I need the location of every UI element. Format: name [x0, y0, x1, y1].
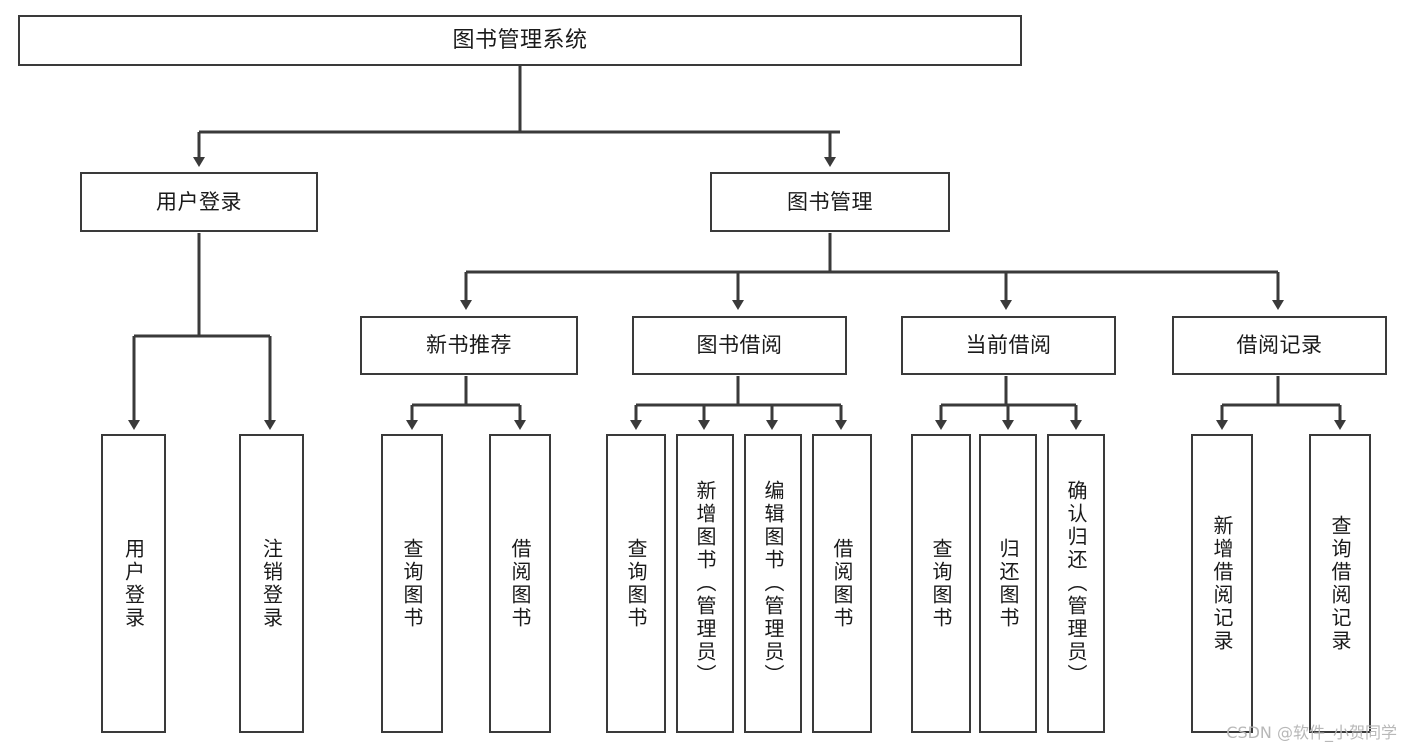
node-user-login-label: 用户登录: [156, 189, 242, 214]
node-leaf-add-book[interactable]: 新增图书（管理员）: [676, 434, 734, 733]
node-leaf-edit-book[interactable]: 编辑图书（管理员）: [744, 434, 802, 733]
node-leaf-query-book-recommend-label: 查询图书: [400, 537, 424, 630]
node-book-borrow-label: 图书借阅: [696, 333, 783, 358]
node-leaf-query-borrow-record[interactable]: 查询借阅记录: [1309, 434, 1371, 733]
node-root-system[interactable]: 图书管理系统: [18, 15, 1022, 66]
node-leaf-query-book-recommend[interactable]: 查询图书: [381, 434, 443, 733]
node-user-login[interactable]: 用户登录: [80, 172, 318, 232]
node-root-system-label: 图书管理系统: [452, 27, 588, 53]
node-leaf-query-book-borrow-label: 查询图书: [624, 537, 648, 630]
node-leaf-query-book-borrow[interactable]: 查询图书: [606, 434, 666, 733]
node-current-borrow-label: 当前借阅: [965, 333, 1052, 358]
node-leaf-borrow-book-recommend[interactable]: 借阅图书: [489, 434, 551, 733]
node-leaf-borrow-book[interactable]: 借阅图书: [812, 434, 872, 733]
node-leaf-add-borrow-record-label: 新增借阅记录: [1210, 514, 1234, 653]
node-leaf-borrow-book-label: 借阅图书: [830, 537, 854, 630]
node-leaf-user-login-label: 用户登录: [121, 537, 146, 630]
node-leaf-query-borrow-record-label: 查询借阅记录: [1328, 514, 1352, 653]
node-leaf-user-login[interactable]: 用户登录: [101, 434, 166, 733]
node-new-book-recommend[interactable]: 新书推荐: [360, 316, 578, 375]
node-leaf-borrow-book-recommend-label: 借阅图书: [508, 537, 532, 630]
node-book-manage[interactable]: 图书管理: [710, 172, 950, 232]
node-new-book-recommend-label: 新书推荐: [426, 333, 512, 358]
node-leaf-query-book-current-label: 查询图书: [929, 537, 953, 630]
node-leaf-return-book-label: 归还图书: [996, 537, 1020, 630]
node-leaf-add-book-label: 新增图书（管理员）: [693, 480, 717, 687]
node-leaf-return-book[interactable]: 归还图书: [979, 434, 1037, 733]
node-borrow-record[interactable]: 借阅记录: [1172, 316, 1387, 375]
node-book-manage-label: 图书管理: [787, 189, 873, 214]
node-leaf-query-book-current[interactable]: 查询图书: [911, 434, 971, 733]
node-leaf-edit-book-label: 编辑图书（管理员）: [761, 480, 785, 687]
node-leaf-confirm-return[interactable]: 确认归还（管理员）: [1047, 434, 1105, 733]
node-leaf-confirm-return-label: 确认归还（管理员）: [1064, 480, 1088, 687]
node-current-borrow[interactable]: 当前借阅: [901, 316, 1116, 375]
node-borrow-record-label: 借阅记录: [1236, 333, 1323, 358]
node-book-borrow[interactable]: 图书借阅: [632, 316, 847, 375]
node-leaf-add-borrow-record[interactable]: 新增借阅记录: [1191, 434, 1253, 733]
node-leaf-logout-label: 注销登录: [259, 537, 284, 630]
node-leaf-logout[interactable]: 注销登录: [239, 434, 304, 733]
